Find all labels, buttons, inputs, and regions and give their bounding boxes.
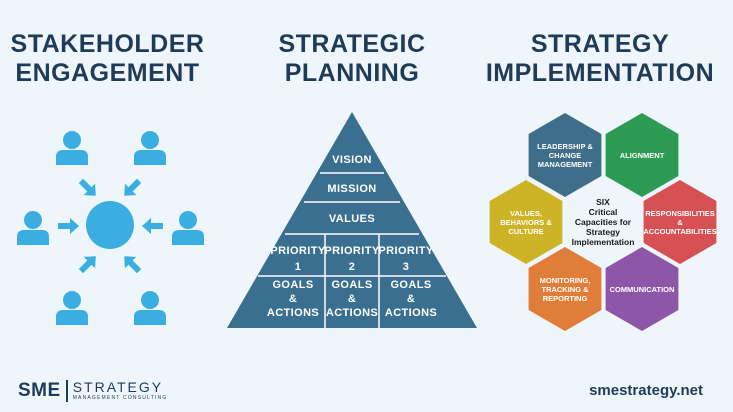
priority-2-label: PRIORITY bbox=[324, 245, 379, 257]
goals-3-label: GOALS bbox=[390, 279, 431, 291]
goals-3-actions: ACTIONS bbox=[385, 307, 437, 319]
center-text-line: Implementation bbox=[572, 237, 635, 247]
hex-communication: COMMUNICATION bbox=[605, 247, 679, 331]
priority-1-number: 1 bbox=[295, 261, 302, 273]
center-circle bbox=[86, 201, 134, 249]
logo-divider bbox=[65, 380, 68, 402]
priority-2-number: 2 bbox=[349, 261, 356, 273]
hexagon-label: REPORTING bbox=[543, 294, 588, 303]
sme-strategy-logo: SME STRATEGY MANAGEMENT CONSULTING bbox=[18, 378, 167, 404]
arrow-icon bbox=[75, 175, 102, 202]
heading-stakeholder-engagement: STAKEHOLDER ENGAGEMENT bbox=[0, 30, 215, 88]
goals-2-amp: & bbox=[348, 293, 356, 305]
hex-monitoring: MONITORING,TRACKING &REPORTING bbox=[528, 247, 602, 331]
hexagon-shape bbox=[605, 113, 679, 197]
hexagon-shape bbox=[643, 180, 717, 264]
priority-3-label: PRIORITY bbox=[378, 245, 433, 257]
hexagon-label: MONITORING, bbox=[540, 276, 591, 285]
person-icon bbox=[172, 211, 204, 245]
logo-word: STRATEGY bbox=[72, 379, 164, 395]
values-label: VALUES bbox=[329, 213, 375, 225]
arrow-icon bbox=[142, 218, 163, 234]
logo-main: SME bbox=[18, 380, 61, 401]
center-text-line: Strategy bbox=[586, 227, 620, 237]
priority-1-label: PRIORITY bbox=[270, 245, 325, 257]
hexagon-label: & bbox=[677, 218, 683, 227]
goals-1-actions: ACTIONS bbox=[267, 307, 319, 319]
hex-values: VALUES,BEHAVIORS &CULTURE bbox=[489, 180, 563, 264]
goals-1-amp: & bbox=[289, 293, 297, 305]
heading-strategy-implementation: STRATEGY IMPLEMENTATION bbox=[470, 30, 730, 88]
priority-3-number: 3 bbox=[403, 261, 410, 273]
hexagon-label: ACCOUNTABILITIES bbox=[643, 227, 716, 236]
hexagon-shape bbox=[605, 247, 679, 331]
heading-line: IMPLEMENTATION bbox=[485, 59, 715, 87]
website-url: smestrategy.net bbox=[589, 382, 703, 399]
goals-2-actions: ACTIONS bbox=[326, 307, 378, 319]
goals-2-label: GOALS bbox=[331, 279, 372, 291]
hexagon-label: LEADERSHIP & bbox=[537, 142, 593, 151]
heading-strategic-planning: STRATEGIC PLANNING bbox=[252, 30, 452, 88]
hexagon-label: CHANGE bbox=[549, 151, 582, 160]
goals-1-label: GOALS bbox=[272, 279, 313, 291]
heading-line: STRATEGIC bbox=[278, 30, 426, 58]
heading-line: STAKEHOLDER bbox=[10, 30, 205, 58]
vision-label: VISION bbox=[332, 154, 372, 166]
hexagon-shape bbox=[489, 180, 563, 264]
person-icon bbox=[134, 291, 166, 325]
mission-label: MISSION bbox=[327, 183, 376, 195]
pyramid-shape bbox=[227, 112, 477, 328]
person-icon bbox=[134, 131, 166, 165]
person-icon bbox=[17, 211, 49, 245]
heading-line: ENGAGEMENT bbox=[15, 59, 200, 87]
hexagon-label: RESPONSIBILITIES bbox=[645, 209, 715, 218]
hexagon-label: TRACKING & bbox=[541, 285, 589, 294]
center-text-line: Critical bbox=[589, 207, 618, 217]
heading-line: PLANNING bbox=[284, 59, 420, 87]
stakeholder-network bbox=[17, 131, 204, 325]
person-icon bbox=[56, 291, 88, 325]
hex-responsibilities: RESPONSIBILITIES&ACCOUNTABILITIES bbox=[643, 180, 717, 264]
hexagon-label: CULTURE bbox=[508, 227, 543, 236]
logo-right: STRATEGY MANAGEMENT CONSULTING bbox=[73, 380, 168, 402]
person-icon bbox=[56, 131, 88, 165]
hexagon-label: COMMUNICATION bbox=[610, 285, 675, 294]
center-text-line: SIX bbox=[596, 197, 610, 207]
hexagon-label: VALUES, bbox=[510, 209, 542, 218]
hex-alignment: ALIGNMENT bbox=[605, 113, 679, 197]
strategic-planning-pyramid: VISION MISSION VALUES PRIORITY 1 PRIORIT… bbox=[227, 112, 477, 328]
pyramid-dividers bbox=[258, 172, 446, 328]
hexagon-label: ALIGNMENT bbox=[620, 151, 665, 160]
center-text-line: Capacities for bbox=[575, 217, 632, 227]
arrow-icon bbox=[75, 250, 102, 277]
arrow-icon bbox=[118, 175, 145, 202]
arrow-icon bbox=[58, 218, 79, 234]
logo-subtitle: MANAGEMENT CONSULTING bbox=[72, 395, 168, 401]
goals-3-amp: & bbox=[407, 293, 415, 305]
hexagon-label: MANAGEMENT bbox=[538, 160, 593, 169]
arrow-icon bbox=[118, 250, 145, 277]
heading-line: STRATEGY bbox=[530, 30, 670, 58]
hexagon-label: BEHAVIORS & bbox=[500, 218, 552, 227]
hexagon-shape bbox=[528, 113, 602, 197]
hexagon-shape bbox=[528, 247, 602, 331]
